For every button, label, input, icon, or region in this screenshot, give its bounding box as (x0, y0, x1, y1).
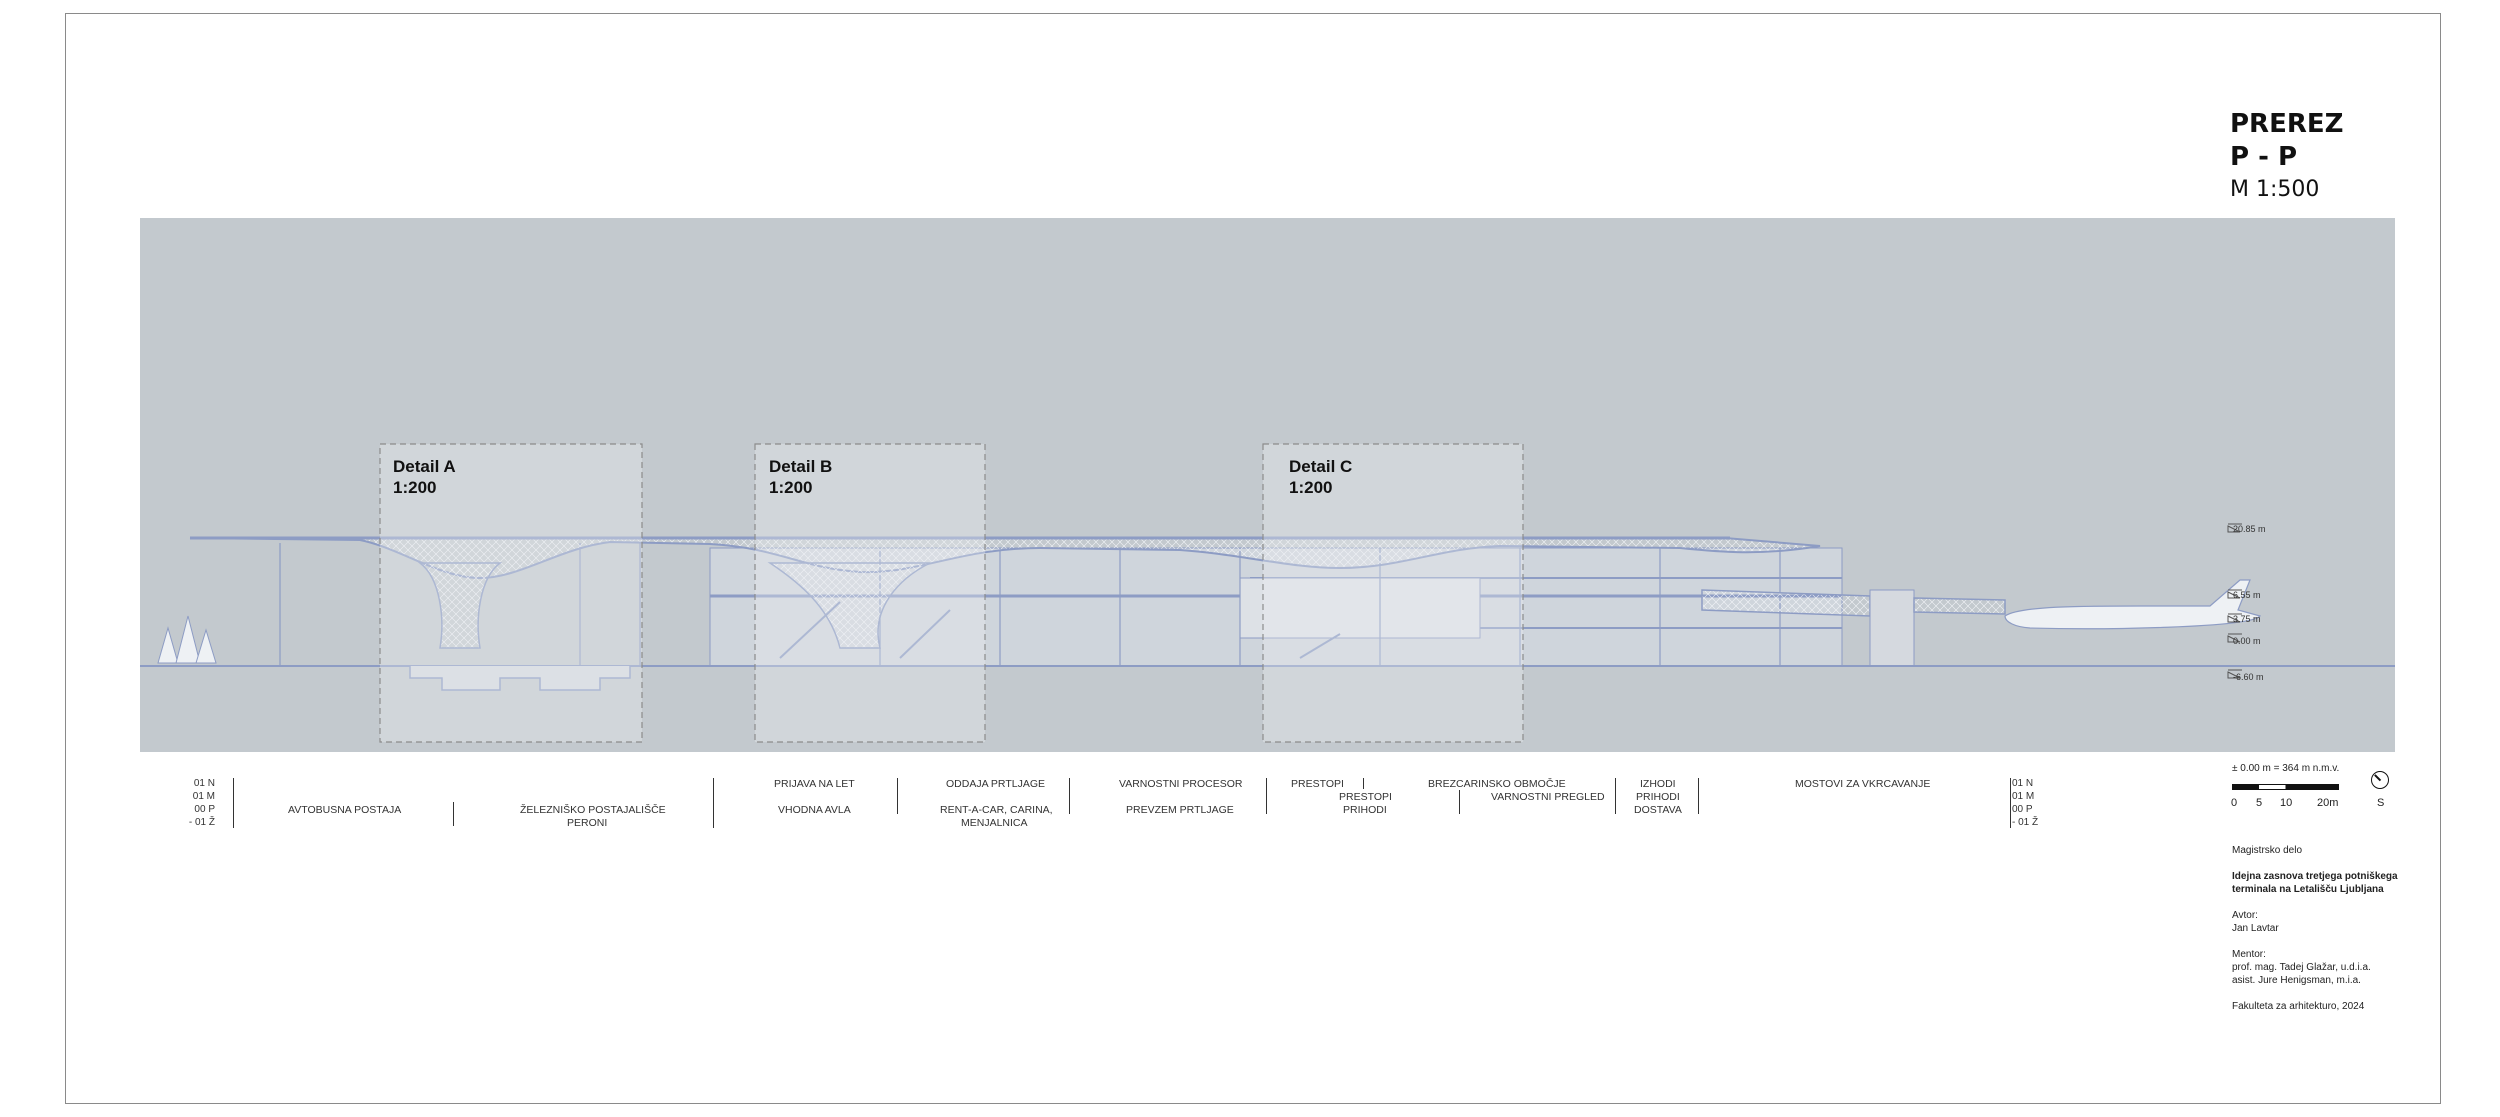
separator (713, 778, 714, 828)
detail-b-name: Detail B (769, 457, 833, 476)
credits-title-1: Idejna zasnova tretjega potniškega (2232, 871, 2398, 882)
faculty: Fakulteta za arhitekturo, 2024 (2232, 1001, 2365, 1012)
function-label: ŽELEZNIŠKO POSTAJALIŠČE (520, 804, 666, 816)
mentor-2: asist. Jure Henigsman, m.i.a. (2232, 975, 2361, 986)
function-label: MOSTOVI ZA VKRCAVANJE (1795, 778, 1931, 790)
detail-b-scale: 1:200 (769, 478, 813, 497)
detail-a-name: Detail A (393, 457, 456, 476)
function-label: PRIJAVA NA LET (774, 778, 855, 790)
escalator-1 (779, 601, 841, 659)
scale-tick: 10 (2280, 797, 2293, 809)
sheet-frame (65, 13, 2441, 1104)
separator (2010, 778, 2011, 828)
function-label: DOSTAVA (1634, 804, 1682, 816)
roof-canopy (189, 537, 1821, 580)
level-label: 01 M (192, 791, 215, 802)
level-label: 01 N (193, 778, 215, 789)
scale-tick: 20m (2317, 797, 2339, 809)
level-label: 01 N (2012, 778, 2034, 789)
function-label: IZHODI (1640, 778, 1676, 790)
function-label: VHODNA AVLA (778, 804, 851, 816)
separator (453, 802, 454, 826)
detail-label-c: Detail C 1:200 (1289, 456, 1352, 498)
section-drawing: Detail A 1:200 Detail B 1:200 Detail C 1… (140, 218, 2395, 752)
north-arrow-icon (2371, 771, 2389, 789)
level-label: - 01 Ž (2012, 817, 2039, 828)
separator (1459, 790, 1460, 814)
scale-tick: 0 (2231, 797, 2238, 809)
level-label: 00 P (2012, 804, 2033, 815)
bridge-tower (1869, 589, 1915, 667)
gate-block (1239, 577, 1481, 639)
mentor-label: Mentor: (2232, 949, 2266, 960)
credits-type: Magistrsko delo (2232, 845, 2303, 856)
function-label: PREVZEM PRTLJAGE (1126, 804, 1234, 816)
trees-icon (157, 615, 217, 664)
function-label: PRESTOPI (1339, 791, 1392, 803)
elevation-label: 3.75 m (2233, 614, 2261, 624)
detail-c-scale: 1:200 (1289, 478, 1333, 497)
function-label: VARNOSTNI PREGLED (1491, 791, 1605, 803)
separator (1615, 778, 1616, 814)
scale-tick: 5 (2256, 797, 2263, 809)
funnel-column-a (417, 562, 503, 649)
underground-platforms (409, 666, 631, 691)
boarding-bridge-2 (1913, 597, 2006, 615)
author-label: Avtor: (2232, 910, 2258, 921)
separator (1698, 778, 1699, 814)
function-label: RENT-A-CAR, CARINA, (940, 804, 1053, 816)
function-label: PRIHODI (1636, 791, 1680, 803)
function-label: AVTOBUSNA POSTAJA (288, 804, 402, 816)
function-label: PERONI (567, 817, 608, 829)
separator (897, 778, 898, 814)
level-label: 01 M (2012, 791, 2035, 802)
function-label: PRESTOPI (1291, 778, 1344, 790)
datum-note: ± 0.00 m = 364 m n.m.v. (2232, 763, 2340, 774)
north-label: S (2377, 797, 2385, 809)
detail-c-name: Detail C (1289, 457, 1353, 476)
separator (1266, 778, 1267, 814)
separator (1363, 778, 1364, 789)
levels-right: 01 N 01 M 00 P - 01 Ž (2012, 777, 2052, 829)
mentor-1: prof. mag. Tadej Glažar, u.d.i.a. (2232, 962, 2371, 973)
airplane-icon (2004, 579, 2262, 630)
section-svg (140, 443, 2395, 743)
scale-bar (2232, 784, 2339, 790)
credits-title-2: terminala na Letališču Ljubljana (2232, 884, 2384, 895)
escalator-3 (1299, 633, 1341, 659)
elevation-markers (2227, 523, 2242, 679)
function-label: ODDAJA PRTLJAGE (946, 778, 1046, 790)
detail-label-a: Detail A 1:200 (393, 456, 456, 498)
elevation-label: 20.85 m (2233, 524, 2266, 534)
detail-box-a (379, 443, 643, 743)
separator (233, 778, 234, 828)
title-block: PREREZ P - P M 1:500 (2230, 108, 2343, 206)
level-label: 00 P (194, 804, 215, 815)
function-label: PRIHODI (1343, 804, 1387, 816)
elevation-label: -6.60 m (2233, 672, 2264, 682)
function-label: MENJALNICA (961, 817, 1028, 829)
levels-left: 01 N 01 M 00 P - 01 Ž (170, 777, 215, 829)
funnel-column-b (767, 562, 931, 649)
detail-box-b (754, 443, 986, 743)
section-name: P - P (2230, 142, 2298, 172)
level-label: - 01 Ž (188, 817, 215, 828)
escalator-2 (899, 609, 951, 659)
elevation-label: 6.55 m (2233, 590, 2261, 600)
function-label: VARNOSTNI PROCESOR (1119, 778, 1243, 790)
author-name: Jan Lavtar (2232, 923, 2279, 934)
drawing-scale: M 1:500 (2230, 177, 2320, 202)
elevation-label: 0.00 m (2233, 636, 2261, 646)
section-title: PREREZ (2230, 109, 2344, 139)
separator (1069, 778, 1070, 814)
detail-label-b: Detail B 1:200 (769, 456, 832, 498)
detail-a-scale: 1:200 (393, 478, 437, 497)
function-label: BREZCARINSKO OBMOČJE (1428, 778, 1566, 790)
detail-box-c (1262, 443, 1524, 743)
